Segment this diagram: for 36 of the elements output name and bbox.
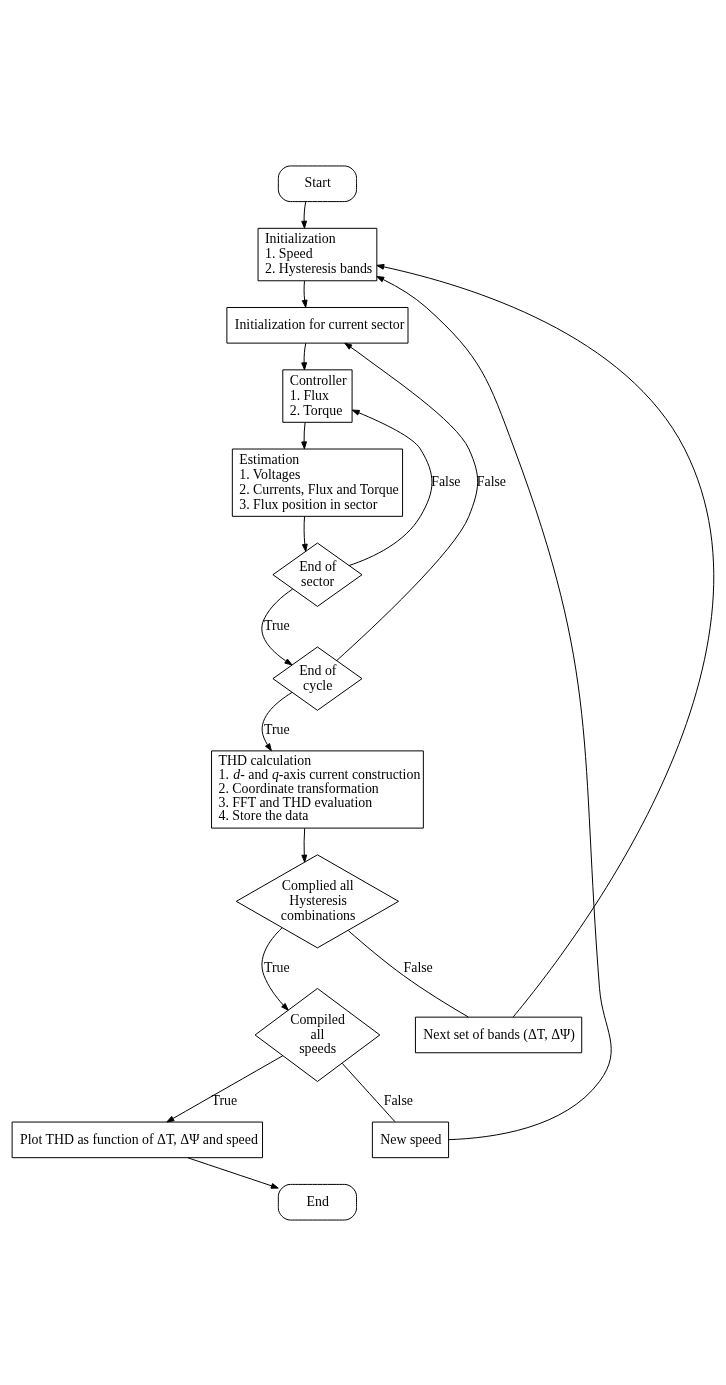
edge-label: True [264, 959, 290, 975]
arrow [301, 421, 308, 449]
arrow [301, 827, 308, 863]
node-box: End [277, 1183, 358, 1221]
node-box: THD calculation 1. d- and q-axis current construction 2. Coordinate transformation 3. FFT and THD evaluation 4. Store the data [211, 749, 424, 829]
connector [341, 1062, 396, 1122]
arrow [166, 1054, 284, 1122]
edge-label: True [264, 617, 290, 633]
arrow [336, 342, 479, 661]
node-box: Plot THD as function of ΔT, ΔΨ and speed [11, 1121, 263, 1158]
arrow [187, 1156, 279, 1189]
node-diamond: End of cycle [272, 646, 363, 711]
arrow [301, 515, 308, 552]
arrow [301, 200, 308, 229]
node-box: New speed [371, 1121, 450, 1158]
node-box: Next set of bands (ΔT, ΔΨ) [414, 1016, 583, 1053]
node-diamond: Compiled all speeds [254, 987, 381, 1082]
node-box: Initialization for current sector [226, 306, 409, 344]
edge-label: True [211, 1092, 238, 1108]
node-box: Controller 1. Flux 2. Torque [282, 368, 353, 423]
edge-label: True [264, 721, 290, 737]
node-box: Initialization 1. Speed 2. Hysteresis bands [257, 227, 378, 281]
arrow [301, 342, 308, 370]
arrow [261, 926, 289, 1011]
arrow [348, 409, 433, 566]
edge-label: False [431, 473, 461, 489]
connector [347, 929, 469, 1017]
edge-label: False [403, 959, 433, 975]
arrow [376, 263, 714, 1017]
edge-label: False [383, 1092, 413, 1108]
arrow [261, 691, 293, 751]
node-box: Estimation 1. Voltages 2. Currents, Flux and Torque 3. Flux position in sector [231, 448, 404, 517]
arrow [376, 275, 612, 1140]
arrow [261, 588, 294, 665]
node-box: Start [277, 164, 358, 202]
arrow [301, 280, 308, 308]
